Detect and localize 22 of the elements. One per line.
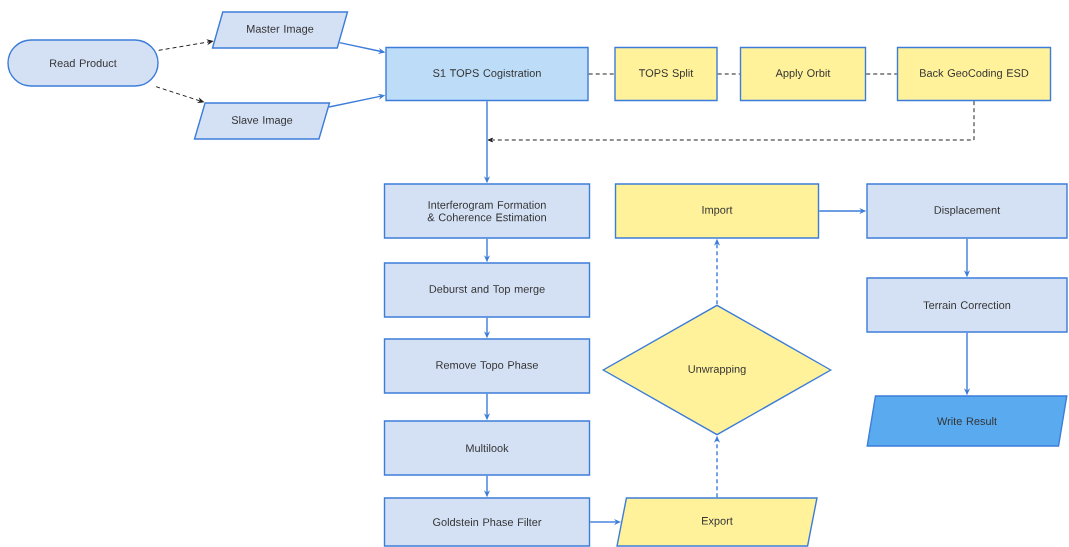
process-box: Remove Topo Phase: [383, 338, 591, 394]
process-box: Import: [614, 183, 820, 239]
output-parallelogram: Write Result: [866, 395, 1068, 447]
connector-line: [717, 73, 741, 75]
arrow: [158, 39, 213, 51]
process-box: Displacement: [866, 183, 1068, 239]
connector-line: [588, 73, 615, 75]
process-box: Back GeoCoding ESD: [896, 46, 1052, 102]
arrow: [487, 100, 975, 143]
process-box: Apply Orbit: [739, 46, 867, 102]
process-box: TOPS Split: [614, 46, 718, 102]
input-parallelogram: Slave Image: [193, 102, 331, 140]
arrow: [155, 86, 204, 103]
process-box: Interferogram Formation & Coherence Estimation: [383, 183, 591, 239]
connector-line: [865, 73, 898, 75]
process-box: Terrain Correction: [866, 277, 1068, 333]
input-parallelogram: Master Image: [211, 11, 349, 49]
process-box: S1 TOPS Cogistration: [385, 46, 589, 102]
process-box: Multilook: [383, 420, 591, 476]
process-box: Goldstein Phase Filter: [383, 497, 591, 547]
output-parallelogram: Export: [616, 497, 818, 547]
process-box: Deburst and Top merge: [383, 262, 591, 318]
